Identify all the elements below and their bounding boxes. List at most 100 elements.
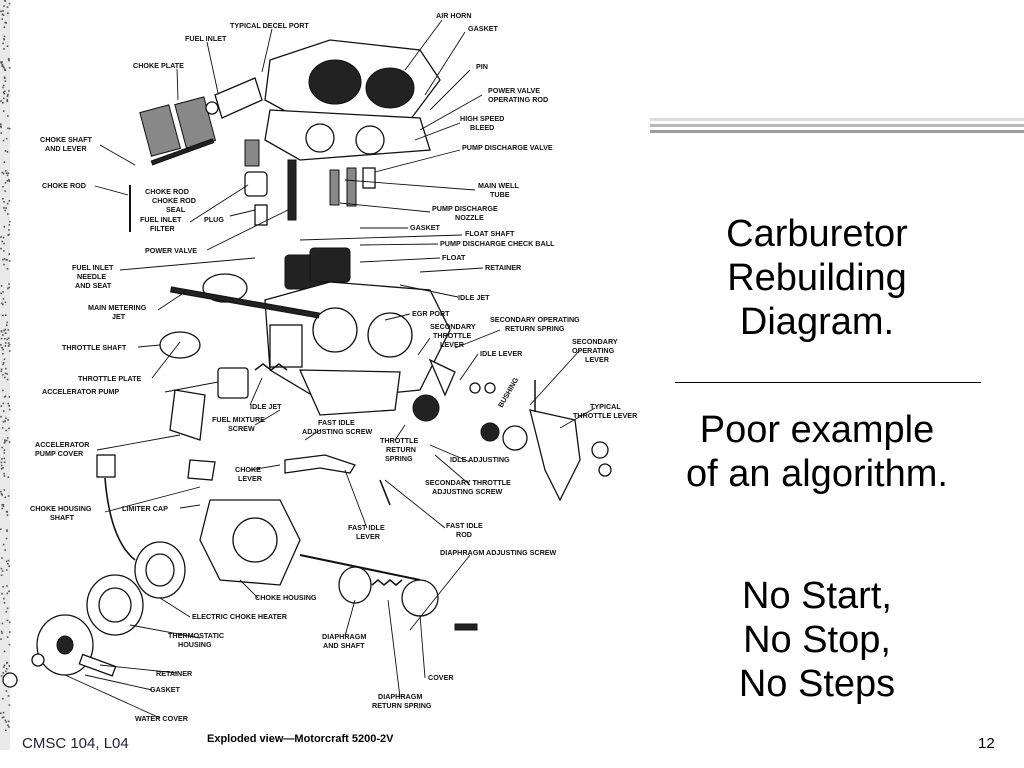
part-label: PUMP DISCHARGE CHECK BALL: [440, 239, 555, 248]
slide-subtitle: Poor example of an algorithm.: [654, 408, 980, 496]
part-label: FAST IDLE: [318, 418, 355, 427]
part-label: THROTTLE PLATE: [78, 374, 142, 383]
part-label: HOUSING: [178, 640, 212, 649]
part-label: IDLE ADJUSTING: [450, 455, 510, 464]
part-label: PLUG: [204, 215, 224, 224]
part-label: CHOKE ROD: [42, 181, 86, 190]
part-label: THERMOSTATIC: [168, 631, 224, 640]
part-label: IDLE LEVER: [480, 349, 523, 358]
part-label: FLOAT: [442, 253, 466, 262]
part-label: CHOKE HOUSING: [30, 504, 92, 513]
part-label: LEVER: [585, 355, 610, 364]
part-label: EGR PORT: [412, 309, 450, 318]
part-label: CHOKE: [235, 465, 261, 474]
part-label: BUSHING: [496, 375, 521, 409]
part-label: RETAINER: [156, 669, 193, 678]
subtitle-line: of an algorithm.: [686, 453, 948, 495]
part-label: PUMP COVER: [35, 449, 84, 458]
part-label: ELECTRIC CHOKE HEATER: [192, 612, 288, 621]
part-label: HIGH SPEED: [460, 114, 504, 123]
part-label: TUBE: [490, 190, 510, 199]
part-label: ACCELERATOR PUMP: [42, 387, 119, 396]
part-label: AND SHAFT: [323, 641, 365, 650]
part-label: RETURN SPRING: [505, 324, 565, 333]
part-label: SPRING: [385, 454, 413, 463]
part-label: OPERATING: [572, 346, 615, 355]
part-label: BLEED: [470, 123, 494, 132]
part-label: THROTTLE LEVER: [573, 411, 638, 420]
part-label: SECONDARY: [572, 337, 618, 346]
part-label: DIAPHRAGM: [322, 632, 366, 641]
part-label: GASKET: [468, 24, 499, 33]
part-label: SECONDARY: [430, 322, 476, 331]
slide-title: Carburetor Rebuilding Diagram.: [654, 212, 980, 344]
note-line: No Steps: [738, 663, 896, 705]
part-label: FLOAT SHAFT: [465, 229, 515, 238]
title-line: Rebuilding: [727, 257, 907, 299]
part-label: SECONDARY OPERATING: [490, 315, 580, 324]
part-label: RETURN: [386, 445, 416, 454]
part-label: IDLE JET: [458, 293, 490, 302]
carburetor-exploded-diagram: TYPICAL DECEL PORT AIR HORN GASKET FUEL …: [0, 0, 638, 750]
part-labels: TYPICAL DECEL PORT AIR HORN GASKET FUEL …: [30, 11, 638, 723]
title-line: Diagram.: [739, 301, 895, 343]
diagram-caption: Exploded view—Motorcraft 5200-2V: [207, 733, 394, 745]
leader-lines: [64, 19, 596, 719]
part-label: CHOKE ROD: [145, 187, 189, 196]
part-label: NEEDLE: [77, 272, 106, 281]
part-label: ADJUSTING SCREW: [302, 427, 372, 436]
part-label: CHOKE SHAFT: [40, 135, 93, 144]
part-label: LEVER: [440, 340, 465, 349]
part-label: ROD: [456, 530, 472, 539]
part-label: FAST IDLE: [348, 523, 385, 532]
part-label: MAIN WELL: [478, 181, 519, 190]
part-label: AIR HORN: [436, 11, 472, 20]
part-label: COVER: [428, 673, 454, 682]
speckled-border: [0, 0, 11, 750]
part-label: DIAPHRAGM: [378, 692, 422, 701]
part-label: IDLE JET: [250, 402, 282, 411]
part-label: GASKET: [410, 223, 441, 232]
part-label: FUEL INLET: [140, 215, 182, 224]
part-label: NOZZLE: [455, 213, 484, 222]
part-label: POWER VALVE: [488, 86, 540, 95]
part-label: AND SEAT: [75, 281, 112, 290]
part-label: LIMITER CAP: [122, 504, 168, 513]
part-label: THROTTLE: [380, 436, 419, 445]
part-label: TYPICAL DECEL PORT: [230, 21, 309, 30]
slide-note: No Start, No Stop, No Steps: [654, 574, 980, 706]
part-label: PUMP DISCHARGE VALVE: [462, 143, 553, 152]
part-label: SCREW: [228, 424, 255, 433]
part-label: LEVER: [238, 474, 263, 483]
part-label: POWER VALVE: [145, 246, 197, 255]
part-label: FAST IDLE: [446, 521, 483, 530]
part-label: CHOKE ROD: [152, 196, 196, 205]
part-label: JET: [112, 312, 126, 321]
part-label: CHOKE PLATE: [133, 61, 184, 70]
part-label: FILTER: [150, 224, 175, 233]
part-label: WATER COVER: [135, 714, 189, 723]
part-label: OPERATING ROD: [488, 95, 548, 104]
subtitle-line: Poor example: [699, 409, 935, 451]
part-label: RETAINER: [485, 263, 522, 272]
part-label: FUEL INLET: [185, 34, 227, 43]
part-label: FUEL MIXTURE: [212, 415, 265, 424]
part-label: MAIN METERING: [88, 303, 147, 312]
part-label: SECONDARY THROTTLE: [425, 478, 511, 487]
part-label: DIAPHRAGM ADJUSTING SCREW: [440, 548, 557, 557]
title-divider: [675, 382, 981, 383]
part-label: SHAFT: [50, 513, 75, 522]
note-line: No Start,: [742, 575, 892, 617]
part-label: GASKET: [150, 685, 181, 694]
part-label: AND LEVER: [45, 144, 87, 153]
part-label: THROTTLE SHAFT: [62, 343, 127, 352]
part-label: LEVER: [356, 532, 381, 541]
part-label: CHOKE HOUSING: [255, 593, 317, 602]
part-label: TYPICAL: [590, 402, 621, 411]
part-label: PUMP DISCHARGE: [432, 204, 498, 213]
course-footer: CMSC 104, L04: [22, 735, 129, 752]
title-line: Carburetor: [726, 213, 908, 255]
part-label: ACCELERATOR: [35, 440, 90, 449]
part-label: RETURN SPRING: [372, 701, 432, 710]
part-label: FUEL INLET: [72, 263, 114, 272]
